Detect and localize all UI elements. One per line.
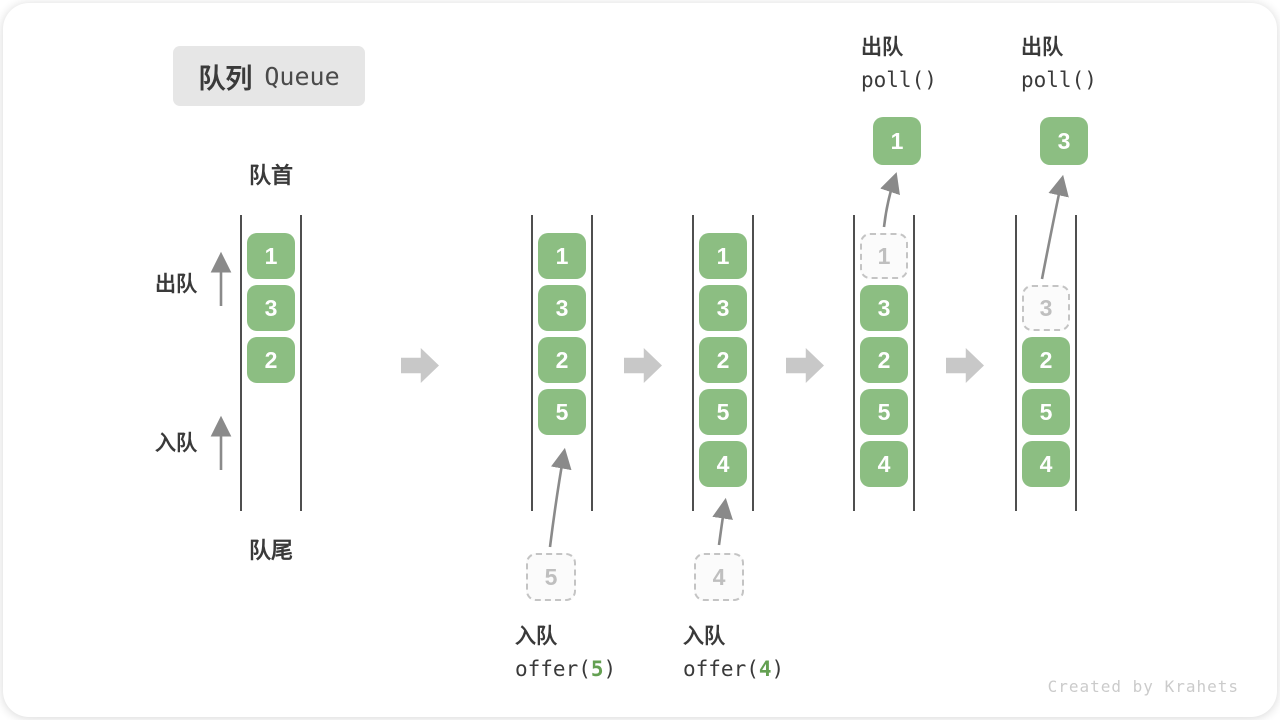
queue-slot-filled: 5 (538, 389, 586, 435)
watermark: Created by Krahets (1047, 677, 1239, 696)
queue-wall-left (853, 215, 855, 511)
queue-slot-filled: 4 (860, 441, 908, 487)
queue-slot-filled: 2 (1022, 337, 1070, 383)
label-enqueue-side: 入队 (155, 432, 197, 455)
label-queue-front: 队首 (248, 163, 293, 188)
callout-action-label: 出队 (861, 36, 903, 59)
callout-action-label: 入队 (515, 625, 557, 648)
queue-slot-filled: 1 (247, 233, 295, 279)
queue-slot-filled: 2 (247, 337, 295, 383)
queue-wall-right (300, 215, 302, 511)
queue-slot-ghost: 3 (1022, 285, 1070, 331)
polled-value-box: 3 (1040, 117, 1088, 165)
queue-slot-filled: 1 (699, 233, 747, 279)
queue-slot-filled: 5 (1022, 389, 1070, 435)
queue-slot-ghost: 1 (860, 233, 908, 279)
queue-state-4: 1 3 2 5 4 (853, 215, 915, 511)
queue-wall-right (913, 215, 915, 511)
code-arg: 4 (758, 657, 772, 681)
queue-slot-filled: 1 (538, 233, 586, 279)
queue-wall-right (1075, 215, 1077, 511)
queue-state-1: 1 3 2 (240, 215, 302, 511)
callout-action-label: 入队 (683, 625, 725, 648)
queue-wall-left (692, 215, 694, 511)
queue-slot-filled: 5 (699, 389, 747, 435)
transition-arrow-icon (401, 348, 439, 383)
label-queue-rear: 队尾 (248, 538, 293, 563)
queue-slot-filled: 4 (699, 441, 747, 487)
title-zh: 队列 (198, 63, 253, 94)
queue-slot-filled: 2 (699, 337, 747, 383)
title-en: Queue (264, 61, 340, 91)
callout-poll-1: 出队 poll() (861, 33, 937, 97)
queue-slot-filled: 3 (538, 285, 586, 331)
queue-wall-left (240, 215, 242, 511)
pending-value-box: 5 (526, 553, 576, 601)
queue-slot-filled: 3 (699, 285, 747, 331)
queue-slot-filled: 2 (860, 337, 908, 383)
queue-slot-filled: 4 (1022, 441, 1070, 487)
transition-arrow-icon (624, 348, 662, 383)
queue-state-2: 1 3 2 5 (531, 215, 593, 511)
pending-value-box: 4 (694, 553, 744, 601)
callout-code-label: offer(4) (683, 657, 785, 681)
queue-slot-filled: 5 (860, 389, 908, 435)
code-arg: 5 (590, 657, 604, 681)
queue-slot-filled: 3 (860, 285, 908, 331)
queue-slot-filled: 2 (538, 337, 586, 383)
transition-arrow-icon (786, 348, 824, 383)
queue-state-3: 1 3 2 5 4 (692, 215, 754, 511)
queue-slot-filled: 3 (247, 285, 295, 331)
title-badge: 队列 Queue (173, 46, 365, 106)
polled-value-box: 1 (873, 117, 921, 165)
callout-poll-2: 出队 poll() (1021, 33, 1097, 97)
queue-state-5: 3 2 5 4 (1015, 215, 1077, 511)
diagram-card: 队列 Queue 队首 队尾 出队 入队 1 3 2 1 3 2 5 1 3 2 5 4 1 3 2 5… (3, 3, 1277, 717)
callout-offer-5: 入队 offer(5) (515, 622, 616, 686)
callout-action-label: 出队 (1021, 36, 1063, 59)
callout-code-label: poll() (1021, 68, 1097, 92)
queue-wall-left (531, 215, 533, 511)
queue-wall-right (591, 215, 593, 511)
callout-offer-4: 入队 offer(4) (683, 622, 784, 686)
label-dequeue-side: 出队 (155, 273, 197, 296)
callout-code-label: offer(5) (515, 657, 617, 681)
transition-arrow-icon (946, 348, 984, 383)
callout-code-label: poll() (861, 68, 937, 92)
queue-wall-left (1015, 215, 1017, 511)
queue-wall-right (752, 215, 754, 511)
